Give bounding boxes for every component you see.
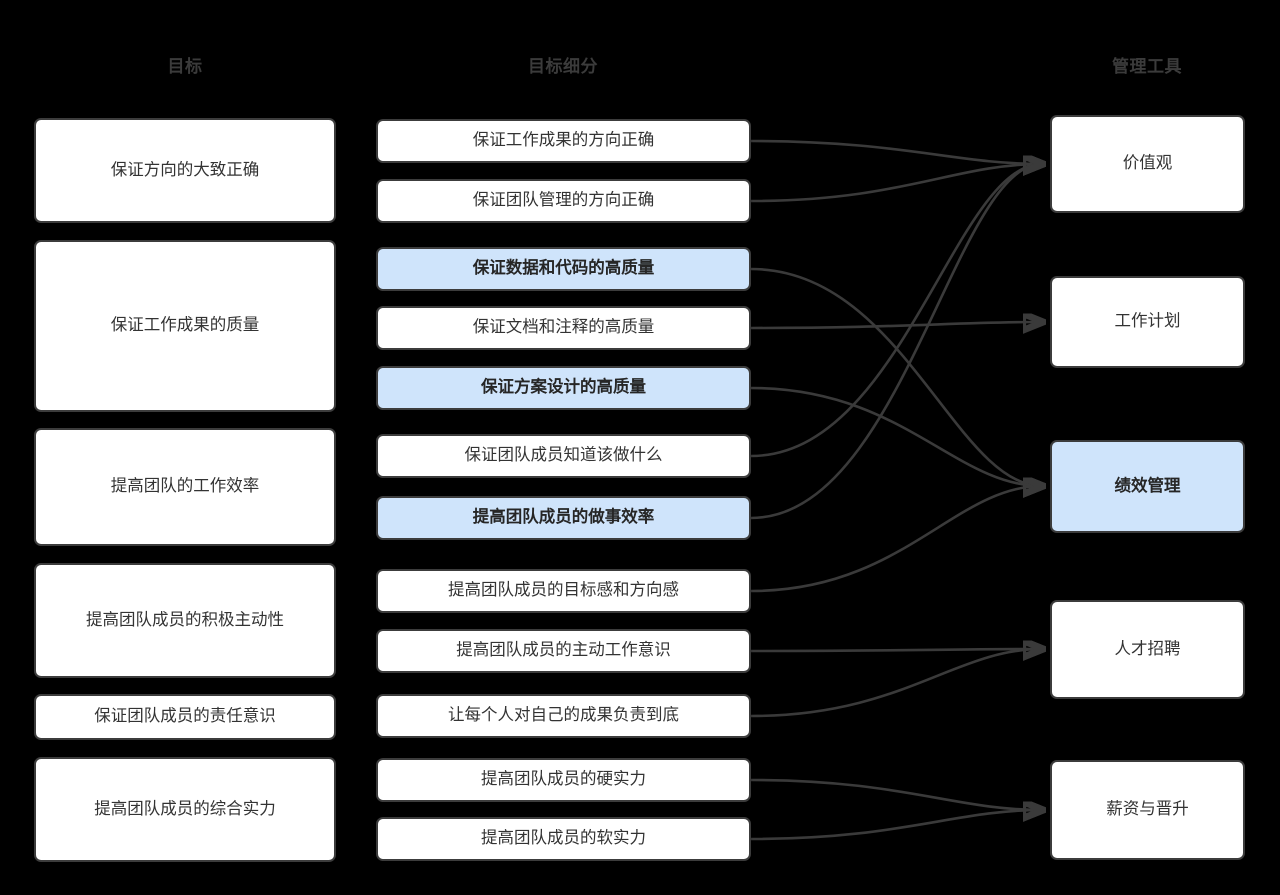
node-label: 提高团队的工作效率 — [110, 477, 260, 496]
node-b6[interactable]: 保证团队成员知道该做什么 — [376, 434, 751, 478]
node-label: 绩效管理 — [1114, 476, 1181, 495]
node-g5[interactable]: 保证团队成员的责任意识 — [34, 694, 336, 740]
node-t4[interactable]: 人才招聘 — [1050, 600, 1245, 699]
node-label: 提高团队成员的综合实力 — [94, 799, 276, 818]
node-label: 保证方向的大致正确 — [110, 160, 260, 179]
edge-b5-to-t3 — [749, 386, 1042, 486]
node-b7[interactable]: 提高团队成员的做事效率 — [376, 496, 751, 540]
edge-b4-to-t2 — [749, 322, 1042, 328]
node-g2[interactable]: 保证工作成果的质量 — [34, 240, 336, 412]
node-label: 提高团队成员的做事效率 — [472, 508, 655, 527]
node-b10[interactable]: 让每个人对自己的成果负责到底 — [376, 694, 751, 738]
node-label: 保证数据和代码的高质量 — [472, 259, 655, 278]
node-label: 人才招聘 — [1114, 639, 1181, 658]
node-t3[interactable]: 绩效管理 — [1050, 440, 1245, 533]
edge-b6-to-t1 — [749, 164, 1042, 458]
node-label: 保证文档和注释的高质量 — [472, 318, 655, 337]
node-g1[interactable]: 保证方向的大致正确 — [34, 118, 336, 223]
edge-b3-to-t3 — [749, 267, 1042, 486]
node-label: 工作计划 — [1114, 312, 1181, 331]
node-label: 提高团队成员的硬实力 — [481, 770, 646, 789]
node-label: 保证团队成员知道该做什么 — [464, 446, 663, 465]
node-b2[interactable]: 保证团队管理的方向正确 — [376, 179, 751, 223]
node-b3[interactable]: 保证数据和代码的高质量 — [376, 247, 751, 291]
node-label: 提高团队成员的软实力 — [481, 829, 646, 848]
node-g6[interactable]: 提高团队成员的综合实力 — [34, 757, 336, 862]
node-g3[interactable]: 提高团队的工作效率 — [34, 428, 336, 546]
node-b1[interactable]: 保证工作成果的方向正确 — [376, 119, 751, 163]
node-g4[interactable]: 提高团队成员的积极主动性 — [34, 563, 336, 678]
node-label: 保证工作成果的方向正确 — [472, 131, 655, 150]
edge-paths — [749, 139, 1042, 841]
column-header-goals: 目标 — [167, 57, 203, 76]
edge-b11-to-t5 — [749, 778, 1042, 810]
node-label: 价值观 — [1122, 154, 1173, 173]
node-b12[interactable]: 提高团队成员的软实力 — [376, 817, 751, 861]
node-t5[interactable]: 薪资与晋升 — [1050, 760, 1245, 860]
node-label: 保证工作成果的质量 — [110, 316, 260, 335]
node-label: 薪资与晋升 — [1106, 800, 1189, 819]
node-t2[interactable]: 工作计划 — [1050, 276, 1245, 368]
node-b11[interactable]: 提高团队成员的硬实力 — [376, 758, 751, 802]
node-label: 让每个人对自己的成果负责到底 — [448, 706, 679, 725]
column-header-breakdown: 目标细分 — [528, 57, 598, 76]
edge-b9-to-t4 — [749, 649, 1042, 651]
edge-b7-to-t1 — [749, 164, 1042, 520]
node-label: 提高团队成员的积极主动性 — [86, 610, 284, 629]
edge-b8-to-t3 — [749, 486, 1042, 593]
node-b4[interactable]: 保证文档和注释的高质量 — [376, 306, 751, 350]
node-label: 提高团队成员的目标感和方向感 — [448, 581, 679, 600]
node-b9[interactable]: 提高团队成员的主动工作意识 — [376, 629, 751, 673]
node-label: 提高团队成员的主动工作意识 — [456, 641, 671, 660]
edge-b1-to-t1 — [749, 139, 1042, 164]
edge-b2-to-t1 — [749, 164, 1042, 203]
node-label: 保证团队管理的方向正确 — [472, 191, 655, 210]
node-label: 保证团队成员的责任意识 — [94, 707, 276, 726]
node-b5[interactable]: 保证方案设计的高质量 — [376, 366, 751, 410]
node-t1[interactable]: 价值观 — [1050, 115, 1245, 213]
column-header-tools: 管理工具 — [1112, 57, 1182, 76]
node-b8[interactable]: 提高团队成员的目标感和方向感 — [376, 569, 751, 613]
edge-b10-to-t4 — [749, 649, 1042, 718]
edge-b12-to-t5 — [749, 810, 1042, 841]
node-label: 保证方案设计的高质量 — [481, 378, 646, 397]
